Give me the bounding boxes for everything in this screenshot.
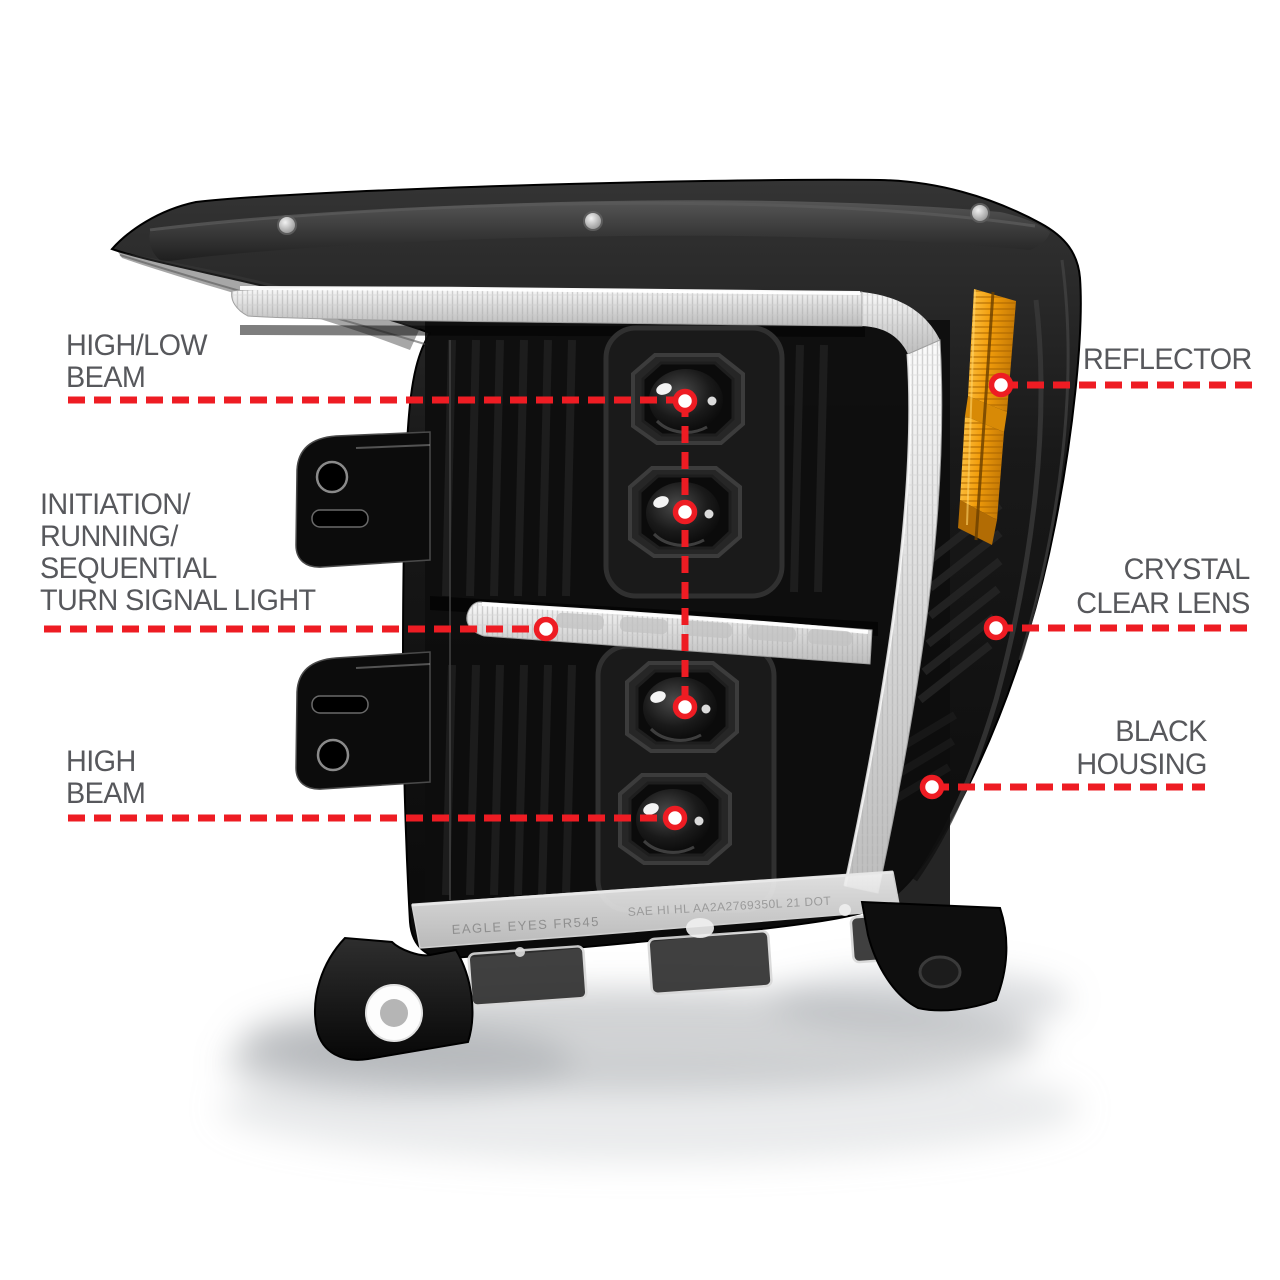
callout-line: BEAM bbox=[66, 361, 146, 394]
callout-line: SEQUENTIAL bbox=[40, 552, 217, 585]
callout-reflector: REFLECTOR bbox=[1083, 344, 1252, 376]
callout-line: TURN SIGNAL LIGHT bbox=[40, 584, 316, 617]
callout-line: REFLECTOR bbox=[1083, 343, 1252, 376]
callout-line: BEAM bbox=[66, 777, 146, 810]
callout-high-beam: HIGH BEAM bbox=[66, 745, 146, 810]
top-screws bbox=[277, 203, 990, 235]
mounting-bracket-upper bbox=[295, 431, 431, 568]
callout-line: CRYSTAL bbox=[1123, 553, 1251, 586]
callout-line: CLEAR LENS bbox=[1076, 587, 1250, 620]
callout-line: INITIATION/ bbox=[40, 488, 191, 521]
callout-line: BLACK bbox=[1115, 715, 1207, 748]
projector-low-beam-1 bbox=[631, 353, 745, 445]
projector-high-beam-1 bbox=[625, 661, 739, 753]
callout-line: RUNNING/ bbox=[40, 520, 178, 553]
callout-line: HOUSING bbox=[1076, 748, 1208, 781]
projector-assembly bbox=[595, 325, 785, 913]
mounting-bracket-lower bbox=[295, 651, 431, 790]
callout-line: HIGH/LOW bbox=[66, 329, 208, 362]
callout-high-low-beam: HIGH/LOW BEAM bbox=[66, 329, 208, 394]
mounting-foot-right bbox=[860, 900, 1008, 1012]
callout-crystal-clear-lens: CRYSTAL CLEAR LENS bbox=[1076, 553, 1250, 621]
callout-turn-signal-light: INITIATION/ RUNNING/ SEQUENTIAL TURN SIG… bbox=[40, 489, 316, 617]
drl-light-bar bbox=[231, 286, 943, 894]
mounting-foot-left bbox=[314, 936, 474, 1061]
floor-shadow bbox=[220, 970, 1080, 1163]
clear-lens-bottom-edge: EAGLE EYES FR545 SAE HI HL AA2A2769350L … bbox=[411, 870, 925, 1007]
projector-low-beam-2 bbox=[628, 466, 742, 558]
projector-high-beam-2 bbox=[618, 773, 732, 865]
callout-line: HIGH bbox=[66, 745, 136, 778]
callout-black-housing: BLACK HOUSING bbox=[1076, 715, 1208, 781]
